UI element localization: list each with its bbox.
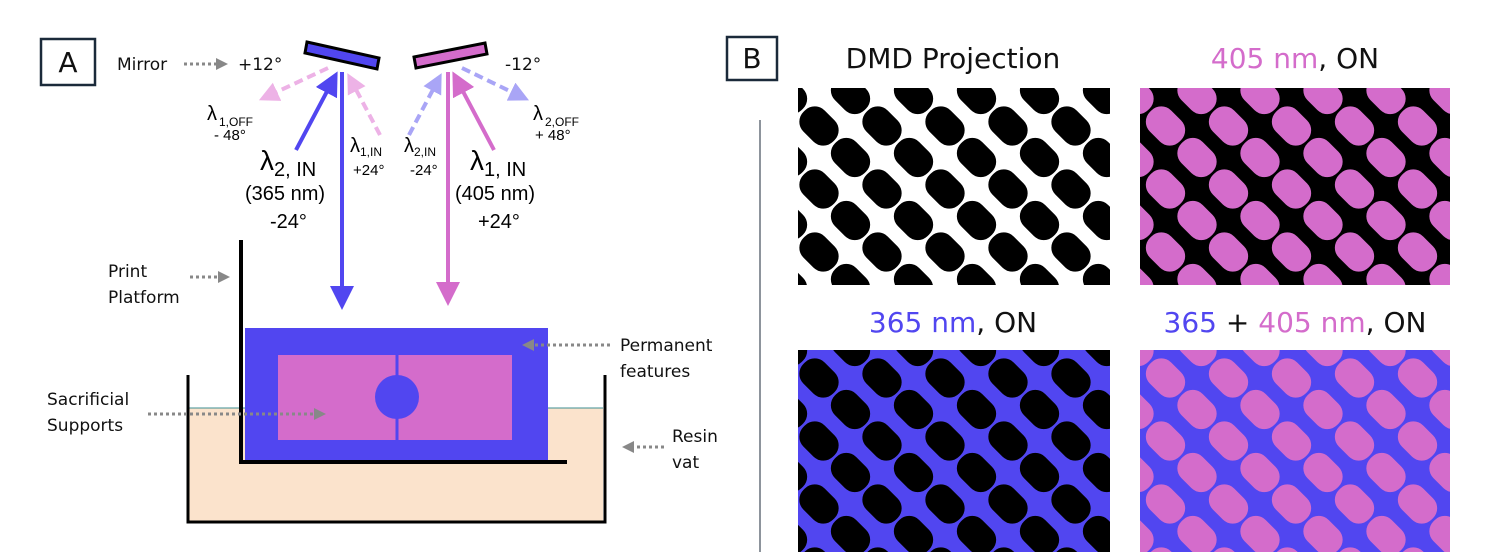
- lambda2-in-label: λ2, IN: [260, 145, 316, 181]
- title-365-405-on: 365 + 405 nm, ON: [1164, 306, 1427, 339]
- title-dmd-projection: DMD Projection: [846, 42, 1061, 75]
- title-365-on: 365 nm, ON: [869, 306, 1037, 339]
- ray-405-into-left: [347, 73, 382, 136]
- ray-365-off: [461, 66, 530, 101]
- pattern-365-image: [798, 350, 1110, 552]
- dmd-projection-image: [798, 88, 1110, 285]
- lambda1-wavelength: (405 nm): [455, 183, 535, 205]
- lambda1-in-label: λ1, IN: [470, 145, 526, 181]
- title-405-on: 405 nm, ON: [1211, 42, 1379, 75]
- panel-label: A: [58, 46, 77, 79]
- lambda2-wavelength: (365 nm): [245, 183, 325, 205]
- pattern-both-image: [1140, 350, 1450, 552]
- ray-365-into-right: [407, 73, 442, 136]
- ray-405-off: [258, 66, 329, 101]
- print-platform: [239, 240, 567, 464]
- lambda1-in-small-label: λ1,IN: [350, 135, 382, 159]
- mirror-label: Mirror: [117, 55, 167, 75]
- lambda2-off-angle: + 48°: [535, 127, 571, 144]
- mirror-right-angle: -12°: [505, 55, 541, 75]
- panel-label-box: [39, 37, 97, 87]
- lambda2-angle: -24°: [270, 211, 307, 233]
- permanent-feature-circle: [375, 375, 419, 419]
- panel-label-box: [725, 35, 779, 82]
- ray-405-in: [452, 71, 496, 151]
- mirror-left-angle: +12°: [238, 55, 282, 75]
- lambda2-in-small-label: λ2,IN: [404, 135, 436, 159]
- panel-label: B: [742, 42, 761, 75]
- lambda2-in-small-angle: -24°: [410, 162, 438, 179]
- ray-365-in: [294, 71, 338, 151]
- resin-vat: [186, 375, 607, 524]
- mirror-365: [303, 40, 381, 71]
- mirror-405: [412, 41, 489, 70]
- lambda1-angle: +24°: [478, 211, 520, 233]
- panel-b: B DMD Projection 405 nm, ON 365 nm, ON 3…: [725, 35, 1450, 552]
- pattern-405-image: [1140, 88, 1450, 285]
- lambda1-off-angle: - 48°: [214, 127, 246, 144]
- lambda1-in-small-angle: +24°: [353, 162, 384, 179]
